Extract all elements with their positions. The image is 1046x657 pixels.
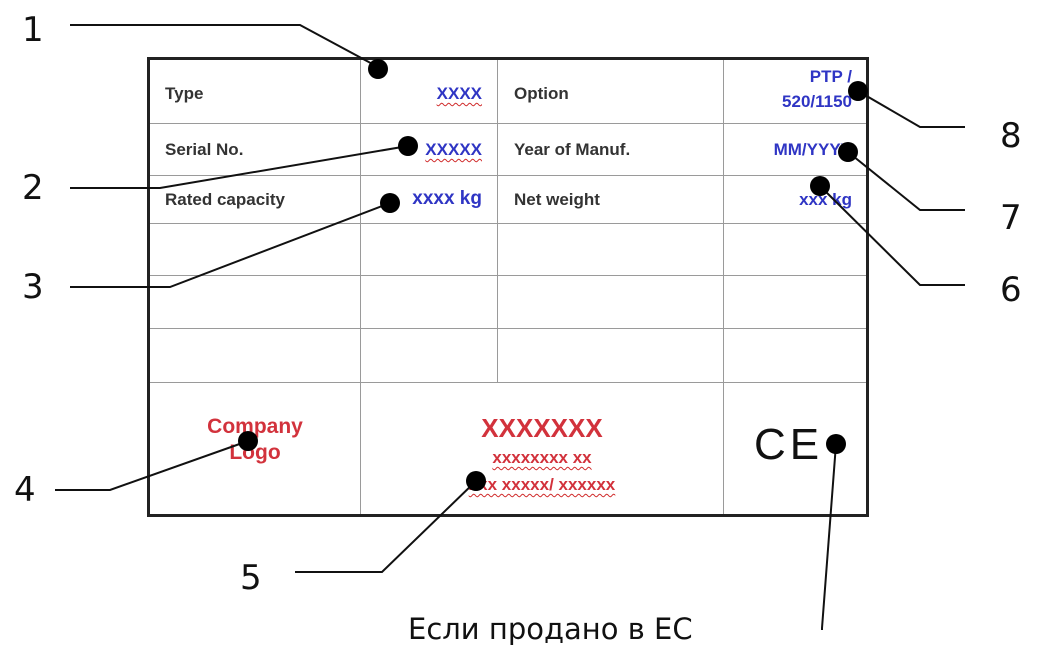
callout-dot-ce xyxy=(826,434,846,454)
serial-label: Serial No. xyxy=(165,140,244,159)
grid-line xyxy=(150,223,866,224)
callout-number-5: 5 xyxy=(240,558,262,598)
ce-mark: CE xyxy=(754,420,824,469)
callout-number-8: 8 xyxy=(1000,116,1022,156)
callout-dot-5 xyxy=(466,471,486,491)
option-value-line2: 520/1150 xyxy=(782,92,852,111)
leader-line-8 xyxy=(857,90,965,128)
callout-dot-6 xyxy=(810,176,830,196)
grid-line xyxy=(150,175,866,176)
grid-line xyxy=(360,60,361,514)
leader-line-4 xyxy=(55,440,249,491)
grid-line xyxy=(497,60,498,382)
address-line3: xxx xxxxx/ xxxxxx xyxy=(468,475,616,494)
serial-value: XXXXX xyxy=(425,140,482,159)
leader-line-6 xyxy=(819,185,965,286)
grid-line xyxy=(150,123,866,124)
leader-line-5 xyxy=(295,480,477,573)
nameplate: Type XXXX Option PTP / 520/1150 Serial N… xyxy=(147,57,869,517)
leader-line-1 xyxy=(70,24,379,68)
type-value: XXXX xyxy=(436,84,482,103)
grid-line xyxy=(150,328,866,329)
grid-line xyxy=(150,275,866,276)
capacity-label: Rated capacity xyxy=(165,190,285,209)
callout-dot-1 xyxy=(368,59,388,79)
year-value: MM/YYYY xyxy=(773,140,852,159)
leader-line-2 xyxy=(70,145,409,189)
logo-line1: Company xyxy=(207,415,303,438)
leader-line-3 xyxy=(70,202,391,288)
leader-line-eu xyxy=(821,443,837,630)
year-label: Year of Manuf. xyxy=(514,140,631,159)
net-weight-label: Net weight xyxy=(514,190,600,209)
grid-line xyxy=(723,60,724,514)
address-line1: XXXXXXX xyxy=(481,413,603,443)
callout-number-2: 2 xyxy=(22,168,44,208)
callout-number-1: 1 xyxy=(22,10,44,50)
option-value-line1: PTP / xyxy=(809,67,852,86)
manufacturer-address: XXXXXXX xxxxxxxx xx xxx xxxxx/ xxxxxx xyxy=(362,412,722,498)
eu-note: Если продано в ЕС xyxy=(408,612,693,646)
callout-dot-4 xyxy=(238,431,258,451)
callout-dot-2 xyxy=(398,136,418,156)
address-line2: xxxxxxxx xx xyxy=(492,448,592,467)
capacity-value: xxxx kg xyxy=(412,188,482,209)
option-value: PTP / 520/1150 xyxy=(782,64,852,114)
leader-line-7 xyxy=(847,151,965,211)
callout-number-7: 7 xyxy=(1000,198,1022,238)
type-label: Type xyxy=(165,84,204,103)
option-label: Option xyxy=(514,84,569,103)
callout-dot-7 xyxy=(838,142,858,162)
callout-number-6: 6 xyxy=(1000,270,1022,310)
callout-number-4: 4 xyxy=(14,470,36,510)
grid-line xyxy=(150,382,866,383)
callout-dot-8 xyxy=(848,81,868,101)
callout-number-3: 3 xyxy=(22,267,44,307)
callout-dot-3 xyxy=(380,193,400,213)
